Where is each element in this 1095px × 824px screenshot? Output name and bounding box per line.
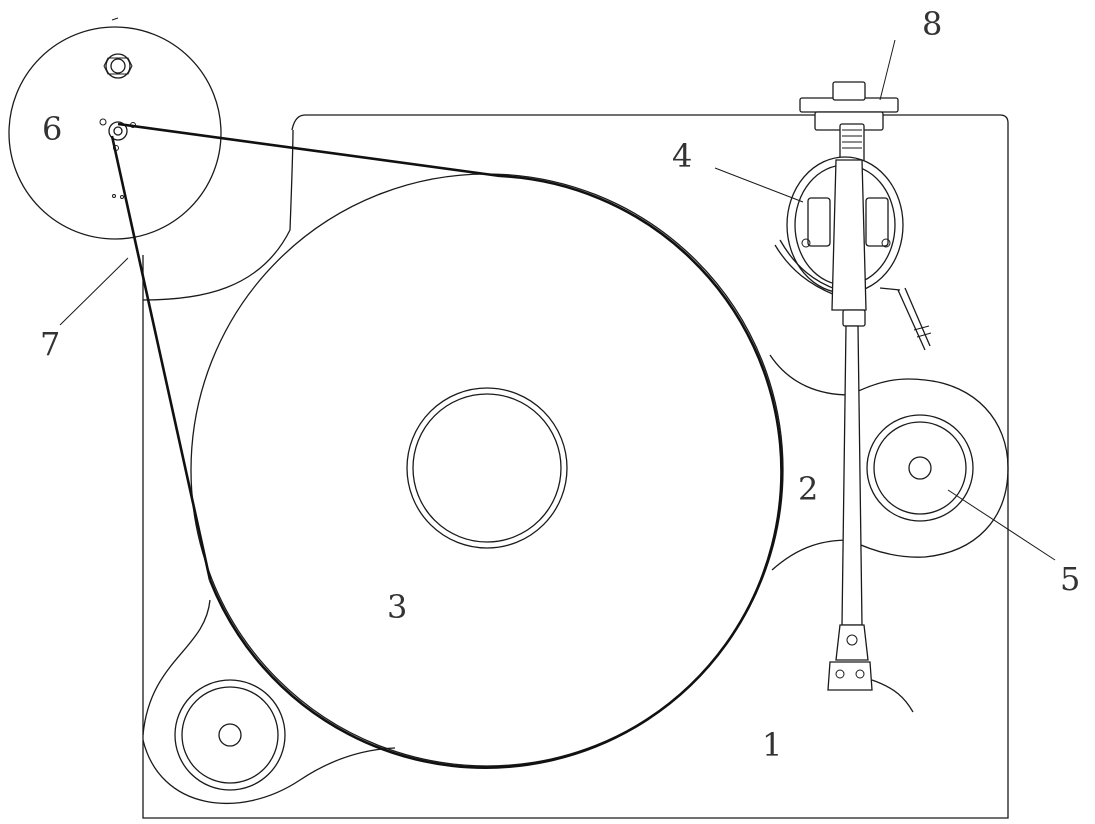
foot-lower-left — [174, 679, 286, 791]
callout-1: 1 — [762, 726, 782, 764]
callout-5: 5 — [1060, 560, 1080, 598]
motor-housing — [8, 17, 222, 240]
callout-8: 8 — [922, 5, 942, 43]
callout-4: 4 — [672, 137, 692, 175]
callout-6: 6 — [42, 110, 62, 148]
callout-2: 2 — [798, 470, 818, 508]
drive-belt — [110, 122, 783, 769]
leader-lines — [59, 39, 1056, 561]
callout-3: 3 — [387, 588, 407, 626]
foot-right — [866, 414, 974, 522]
callouts: 1 2 3 4 5 6 7 8 — [40, 5, 1080, 764]
tonearm — [774, 81, 932, 713]
callout-7: 7 — [40, 325, 60, 363]
